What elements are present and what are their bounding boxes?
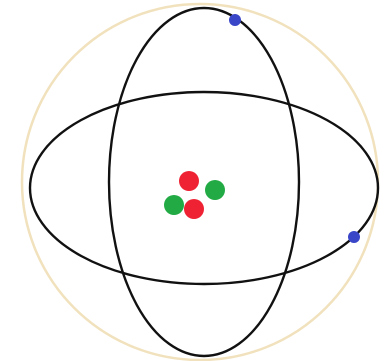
neutron [205, 180, 225, 200]
electron [229, 14, 241, 26]
electron [348, 231, 360, 243]
proton [179, 171, 199, 191]
proton [184, 199, 204, 219]
neutron [164, 195, 184, 215]
